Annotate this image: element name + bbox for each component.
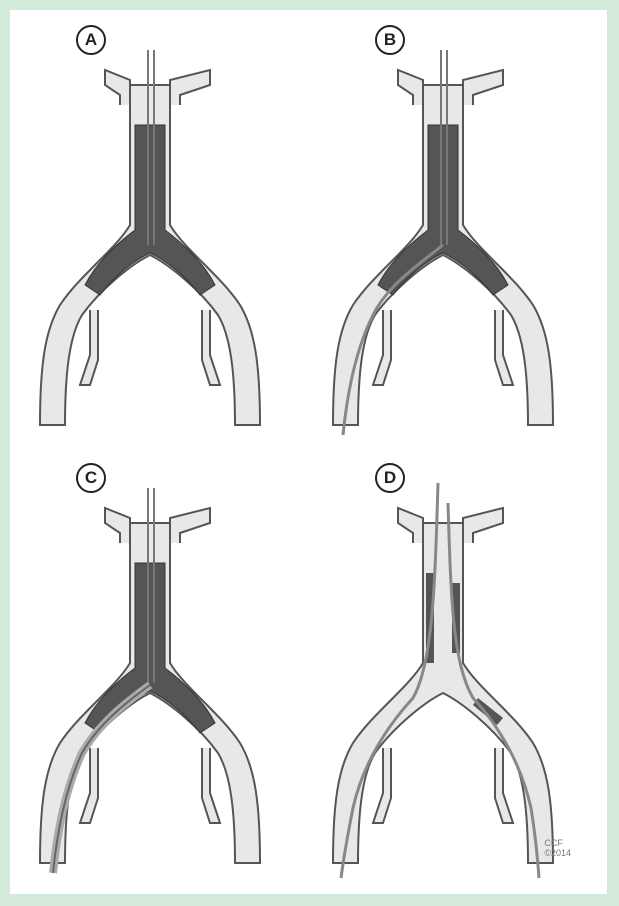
left-int-iliac <box>373 310 391 385</box>
upper-right-branch <box>170 70 210 105</box>
panel-c-label: C <box>76 463 106 493</box>
upper-right-branch <box>170 508 210 543</box>
right-int-iliac <box>202 310 220 385</box>
upper-left-branch <box>105 70 130 105</box>
credit-line2: ©2014 <box>544 848 571 858</box>
upper-left-branch <box>105 508 130 543</box>
panel-a: A <box>20 25 300 445</box>
panel-b: B <box>313 25 593 445</box>
panel-d-label: D <box>375 463 405 493</box>
thrombus <box>378 125 508 295</box>
upper-right-branch <box>463 508 503 543</box>
credit-text: CCF ©2014 <box>544 838 571 858</box>
upper-left-branch <box>398 70 423 105</box>
right-int-iliac <box>495 310 513 385</box>
upper-right-branch <box>463 70 503 105</box>
aorta-and-iliacs <box>333 523 553 863</box>
panel-d: D <box>313 463 593 883</box>
figure-frame: A B C <box>10 10 607 894</box>
thrombus <box>85 125 215 295</box>
panel-b-vessel-diagram <box>313 25 593 445</box>
credit-line1: CCF <box>544 838 571 848</box>
left-int-iliac <box>373 748 391 823</box>
left-int-iliac <box>80 310 98 385</box>
panel-c: C <box>20 463 300 883</box>
right-int-iliac <box>495 748 513 823</box>
right-int-iliac <box>202 748 220 823</box>
panel-c-vessel-diagram <box>20 463 300 883</box>
panel-a-label: A <box>76 25 106 55</box>
upper-left-branch <box>398 508 423 543</box>
panel-b-label: B <box>375 25 405 55</box>
thrombus <box>85 563 215 733</box>
panel-a-vessel-diagram <box>20 25 300 445</box>
panel-d-vessel-diagram <box>313 463 593 883</box>
